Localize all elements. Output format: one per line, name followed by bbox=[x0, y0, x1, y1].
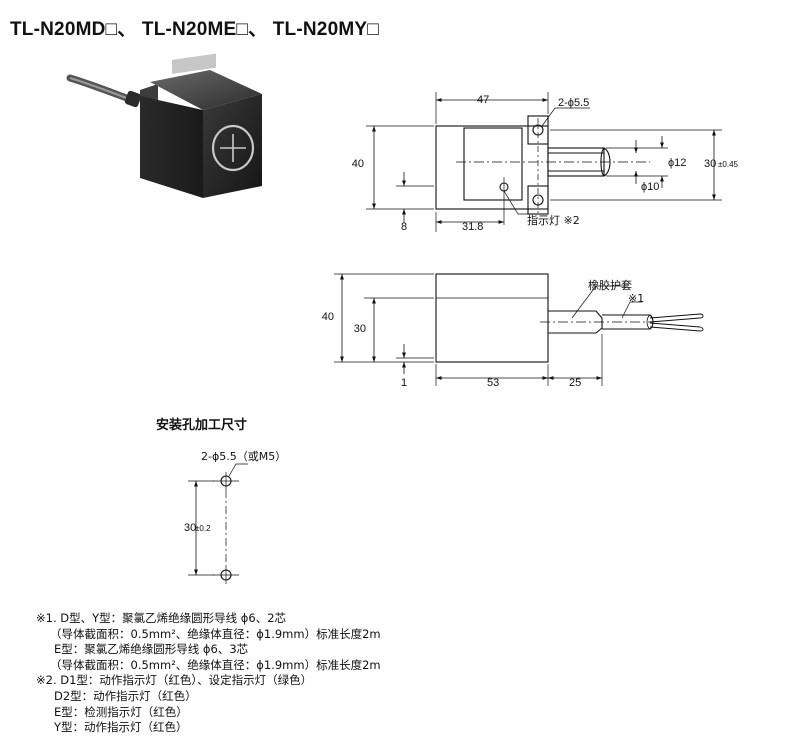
top-body-outline bbox=[435, 125, 549, 210]
dim-width-47: 47 bbox=[477, 94, 489, 106]
note-1-line-d: （导体截面积：0.5mm²、绝缘体直径：ϕ1.9mm）标准长度2m bbox=[50, 657, 381, 672]
note-1-line-a: ※1. D型、Y型：聚氯乙烯绝缘圆形导线 ϕ6、2芯 bbox=[36, 611, 287, 625]
mount-holes-label: 2-ϕ5.5（或M5） bbox=[201, 450, 286, 463]
mount-pitch-30: 30 bbox=[184, 522, 196, 534]
dim-pitch-30: 30 bbox=[704, 158, 716, 170]
dim-height-40: 40 bbox=[352, 158, 364, 170]
dim-cable-inner: ϕ10 bbox=[641, 181, 659, 193]
side-view-drawing bbox=[334, 273, 704, 386]
note-2-line-c: E型：检测指示灯（红色） bbox=[54, 704, 188, 719]
side-dim-length-53: 53 bbox=[487, 377, 499, 389]
side-dim-cable-25: 25 bbox=[569, 377, 581, 389]
side-body-outline bbox=[435, 273, 549, 363]
notes-block: ※1. D型、Y型：聚氯乙烯绝缘圆形导线 ϕ6、2芯 （导体截面积：0.5mm²… bbox=[36, 611, 381, 736]
mounting-hole-drawing bbox=[188, 463, 248, 584]
dim-holes-label: 2-ϕ5.5 bbox=[558, 97, 589, 109]
sensor-photo bbox=[66, 53, 262, 198]
rubber-sleeve-label: 橡胶护套 bbox=[588, 278, 632, 292]
page-title: TL-N20MD□、 TL-N20ME□、 TL-N20MY□ bbox=[10, 19, 379, 40]
indicator-lamp-label: 指示灯 ※2 bbox=[527, 213, 580, 227]
dim-pitch-tolerance: ±0.45 bbox=[718, 160, 739, 169]
side-dim-base-1: 1 bbox=[401, 377, 407, 389]
note-2-line-a: ※2. D1型：动作指示灯（红色）、设定指示灯（绿色） bbox=[36, 673, 313, 688]
dim-cable-outer: ϕ12 bbox=[668, 157, 686, 169]
cable-note-ref: ※1 bbox=[628, 292, 644, 305]
dim-hole-x-31-8: 31.8 bbox=[462, 221, 483, 233]
mount-pitch-tolerance: ±0.2 bbox=[195, 524, 211, 533]
dim-offset-8: 8 bbox=[401, 221, 407, 233]
side-dim-inner-30: 30 bbox=[354, 323, 366, 335]
mounting-section-title: 安装孔加工尺寸 bbox=[156, 418, 248, 433]
side-dim-height-40: 40 bbox=[322, 311, 334, 323]
note-2-line-d: Y型：动作指示灯（红色） bbox=[54, 720, 188, 735]
note-1-line-b: （导体截面积：0.5mm²、绝缘体直径：ϕ1.9mm）标准长度2m bbox=[50, 626, 381, 641]
top-view-drawing bbox=[366, 92, 722, 232]
note-1-line-c: E型：聚氯乙烯绝缘圆形导线 ϕ6、3芯 bbox=[54, 642, 249, 657]
note-2-line-b: D2型：动作指示灯（红色） bbox=[54, 688, 197, 703]
